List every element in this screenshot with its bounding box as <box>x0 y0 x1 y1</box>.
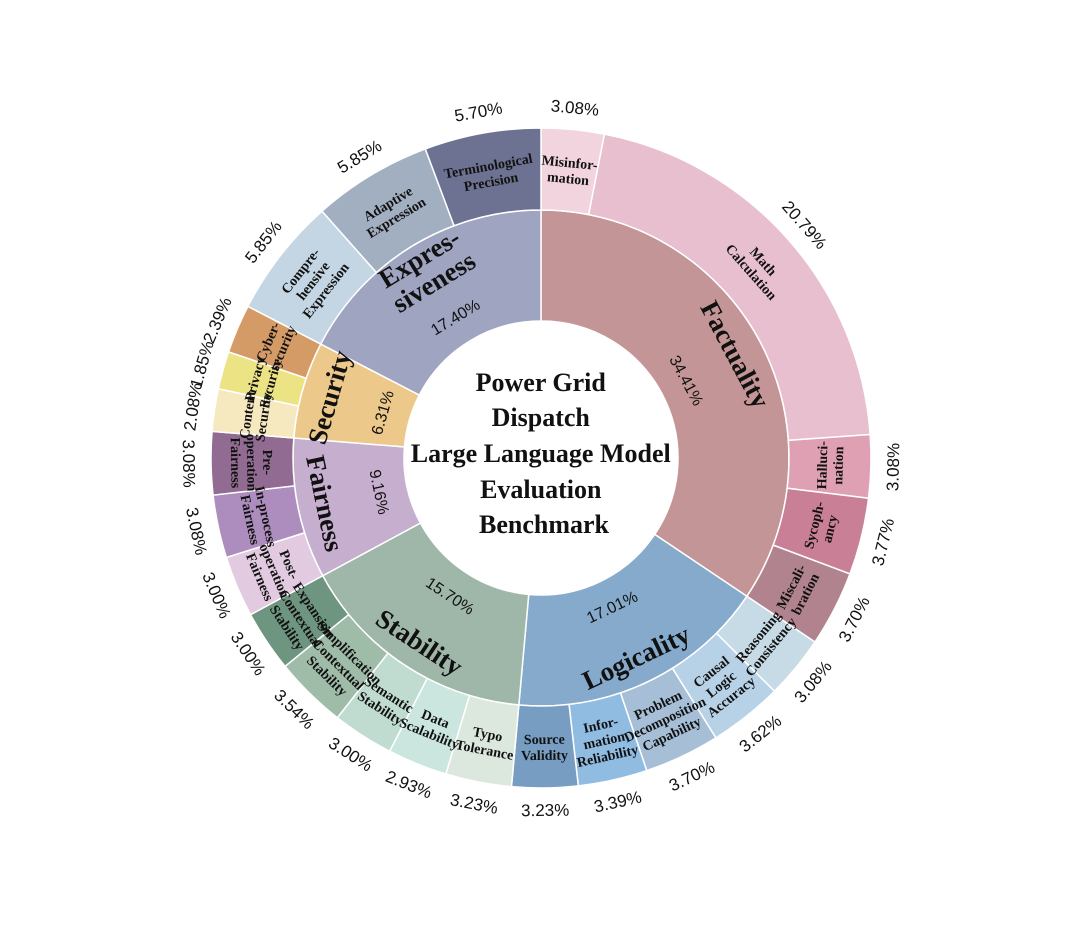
category-ring <box>292 209 790 707</box>
subcategory-value-in-process-fairness: 3.08% <box>182 506 211 557</box>
subcategory-value-typo-tolerance: 3.23% <box>449 790 500 818</box>
subcategory-label-misinfor-mation: Misinfor-mation <box>539 154 598 190</box>
subcategory-value-terminological-precision: 5.70% <box>453 98 504 125</box>
subcategory-value-problem-decomposition-capability: 3.70% <box>666 758 718 796</box>
subcategory-value-pre-operation-fairness: 3.08% <box>179 439 199 487</box>
title-line-3: Large Language Model <box>411 439 671 468</box>
title-line-4: Evaluation <box>480 475 602 504</box>
subcategory-value-halluci-nation: 3.08% <box>883 443 903 492</box>
chart-title: Power Grid Dispatch Large Language Model… <box>411 368 678 539</box>
subcategory-label-sycoph-ancy: Sycoph-ancy <box>802 500 844 555</box>
title-line-2: Dispatch <box>492 403 591 432</box>
subcategory-ring <box>210 127 872 789</box>
subcategory-value-privacy-security: 1.85% <box>187 339 218 391</box>
subcategory-value-misinfor-mation: 3.08% <box>550 96 600 120</box>
subcategory-segment-terminological-precision <box>424 127 542 227</box>
subcategory-label-pre-operation-fairness: Pre-operationFairness <box>227 433 275 492</box>
subcategory-value-post-operation-fairness: 3.00% <box>198 569 234 621</box>
subcategory-value-data-scalability: 2.93% <box>383 767 435 803</box>
subcategory-value-sycoph-ancy: 3.77% <box>868 516 898 567</box>
subcategory-label-post-operation-fairness: Post-operationFairness <box>241 536 307 608</box>
title-line-1: Power Grid <box>476 368 607 397</box>
subcategory-value-cyber-security: 2.39% <box>199 294 235 346</box>
subcategory-value-infor-mation-reliability: 3.39% <box>592 787 643 816</box>
subcategory-value-miscali-bration: 3.70% <box>835 593 874 645</box>
subcategory-label-halluci-nation: Halluci-nation <box>815 441 847 490</box>
title-line-5: Benchmark <box>479 510 610 539</box>
subcategory-value-source-validity: 3.23% <box>521 801 569 821</box>
subcategory-label-content-security: ContentSecurity <box>238 389 276 443</box>
subcategory-label-source-validity: SourceValidity <box>521 733 568 765</box>
